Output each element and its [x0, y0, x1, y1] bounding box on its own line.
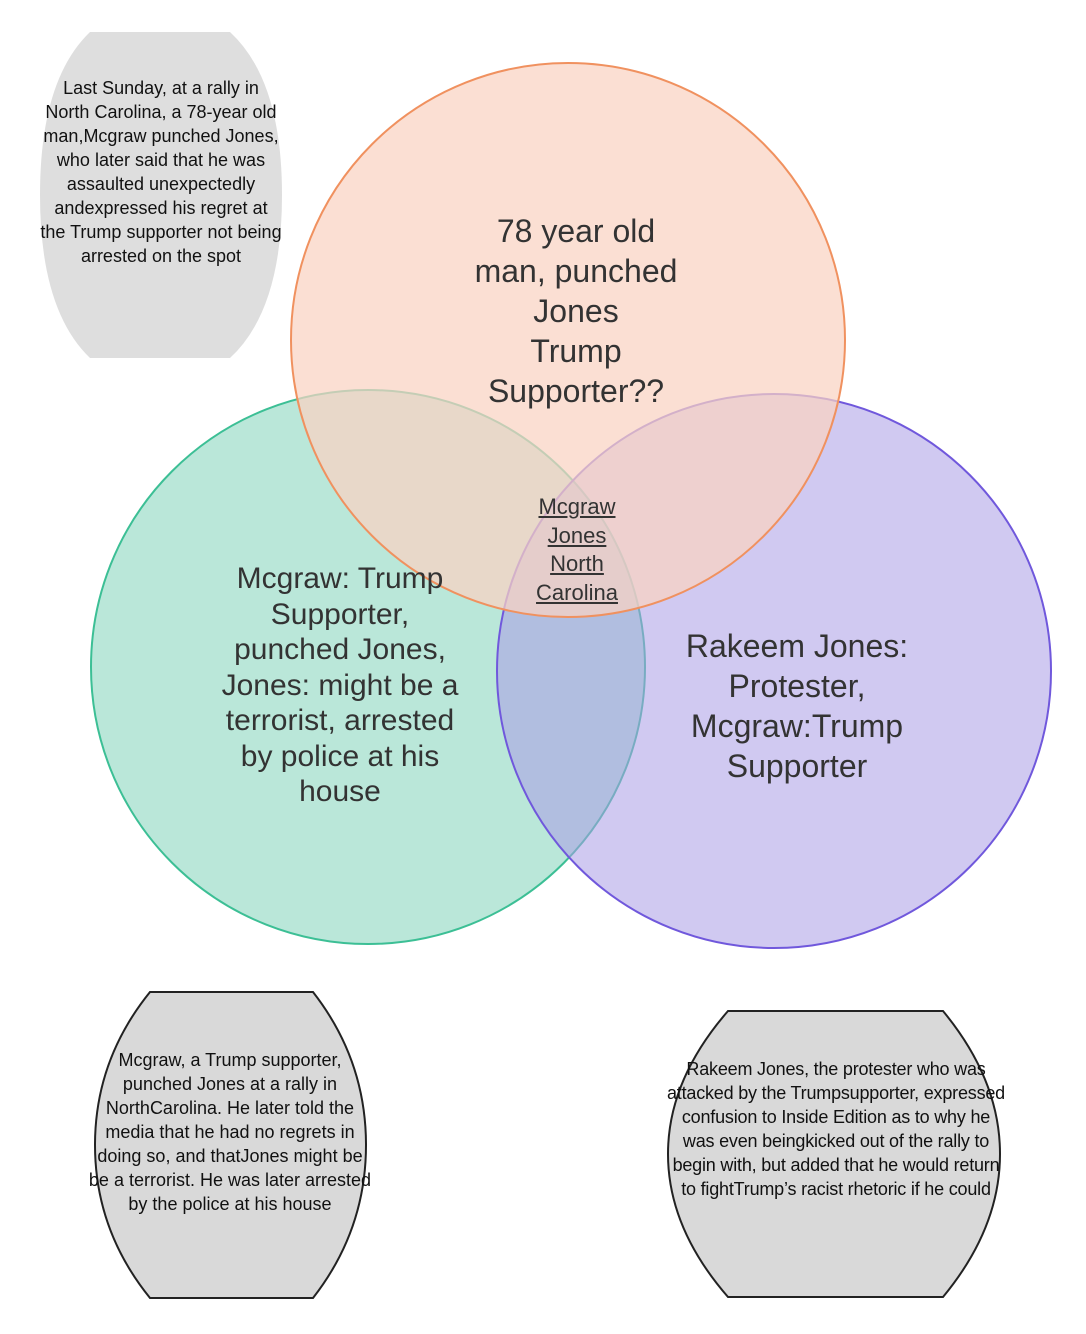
note-line: terrorist. He was later arrested [128, 1170, 372, 1190]
note-line: was attacked by the Trumpsupporter, [666, 1059, 986, 1103]
note-line: Last Sunday, at a rally in [63, 78, 259, 98]
intersection-line: Carolina [536, 580, 618, 606]
note-line: punched Jones at a rally in [122, 1074, 338, 1094]
circle-left-line: punched Jones, [234, 633, 446, 666]
circle-left-line: by police at his [240, 739, 440, 773]
circle-top [290, 62, 846, 618]
circle-left-label: Mcgraw: Trump Supporter, punched Jones, … [190, 561, 490, 810]
circle-top-label: 78 year old man, punched Jones Trump Sup… [426, 211, 726, 411]
note-line: could [948, 1179, 991, 1199]
note-line: regrets in doing so, and [97, 1122, 355, 1166]
note-line: Rakeem Jones, the protester who [686, 1059, 950, 1079]
circle-top-line: Supporter?? [487, 373, 665, 409]
circle-top-line: Jones [533, 293, 619, 329]
circle-right-line: Rakeem Jones: [685, 628, 909, 664]
note-line: the media that he had no [105, 1098, 355, 1142]
intersection-line: Jones [547, 522, 607, 548]
note-bottom-right-text: Rakeem Jones, the protester who was atta… [664, 1057, 1008, 1201]
note-top-left-text: Last Sunday, at a rally in North Carolin… [40, 76, 282, 268]
note-line: thatJones might be be a [88, 1146, 363, 1190]
note-line: NorthCarolina. He later told [105, 1098, 325, 1118]
circle-left-line: terrorist, arrested [225, 704, 455, 737]
circle-right-line: Supporter [726, 748, 868, 784]
note-line: old man,Mcgraw punched [43, 102, 277, 146]
note-bottom-left-text: Mcgraw, a Trump supporter, punched Jones… [88, 1048, 372, 1216]
circle-top-line: Trump [530, 333, 622, 369]
intersection-line: North [550, 551, 604, 577]
note-line: spot [207, 246, 242, 266]
intersection-line: Mcgraw [538, 494, 616, 519]
circle-left-line: Mcgraw: Trump [236, 562, 444, 595]
circle-left-line: house [299, 775, 381, 808]
note-line: expressed confusion to Inside [681, 1083, 1005, 1127]
note-line: andexpressed his regret [54, 198, 248, 218]
note-line: Edition as to why he was even [682, 1107, 991, 1151]
circle-top-line: man, punched [474, 253, 678, 289]
circle-right-line: Mcgraw:Trump [690, 708, 904, 744]
circle-right-line: Protester, [728, 668, 866, 704]
note-line: Jones, who later said that [56, 126, 279, 170]
note-line: by the police at his house [128, 1194, 332, 1214]
circle-left-line: Supporter, [270, 597, 410, 631]
note-line: Mcgraw, a Trump supporter, [118, 1050, 342, 1070]
circle-top-line: 78 year old [496, 213, 656, 249]
circle-left-line: Jones: might be a [221, 668, 459, 702]
note-line: with, but added that he would return [720, 1155, 1000, 1175]
note-line: at the Trump supporter [40, 198, 268, 242]
note-shape-bottom-right [666, 1010, 1002, 1298]
note-line: to fightTrump’s racist rhetoric if he [681, 1179, 944, 1199]
note-line: North Carolina, a 78-year [45, 102, 248, 122]
intersection-label: Mcgraw Jones North Carolina [517, 493, 637, 608]
circle-right-label: Rakeem Jones: Protester, Mcgraw:Trump Su… [647, 626, 947, 786]
note-shape-bottom-left [93, 991, 368, 1299]
note-line: not being arrested on the [80, 222, 282, 266]
note-line: beingkicked out of the rally to begin [672, 1131, 990, 1175]
note-line: he was assaulted [66, 150, 266, 194]
note-shape-top-left [40, 32, 282, 358]
note-line: unexpectedly [149, 174, 256, 194]
